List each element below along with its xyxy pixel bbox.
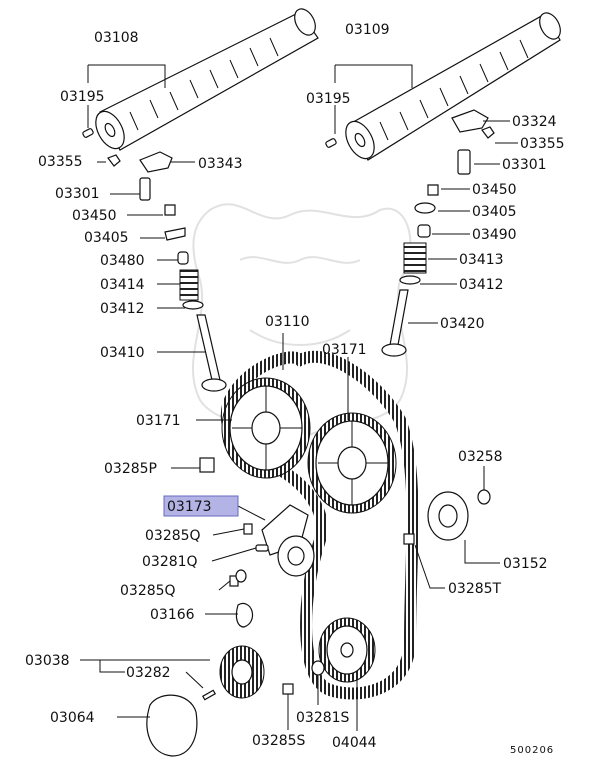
right-dowel-pin — [325, 138, 337, 148]
label-03064[interactable]: 03064 — [50, 710, 95, 726]
label-03412-right[interactable]: 03412 — [459, 277, 504, 293]
label-03281S[interactable]: 03281S — [296, 710, 350, 726]
label-03285Q-top[interactable]: 03285Q — [145, 528, 201, 544]
label-03324[interactable]: 03324 — [512, 114, 557, 130]
upper-left-sprocket — [221, 377, 311, 479]
label-03480[interactable]: 03480 — [100, 253, 145, 269]
label-03413[interactable]: 03413 — [459, 252, 504, 268]
label-03195-right[interactable]: 03195 — [306, 91, 351, 107]
highlight-box — [163, 495, 239, 517]
label-03414[interactable]: 03414 — [100, 277, 145, 293]
label-03405-left[interactable]: 03405 — [84, 230, 129, 246]
label-03301-left[interactable]: 03301 — [55, 186, 100, 202]
label-03450-right[interactable]: 03450 — [472, 182, 517, 198]
label-03109[interactable]: 03109 — [345, 22, 390, 38]
leader-lines — [80, 64, 518, 731]
label-03343[interactable]: 03343 — [198, 156, 243, 172]
label-03285Q-bottom[interactable]: 03285Q — [120, 583, 176, 599]
label-03285S[interactable]: 03285S — [252, 733, 306, 749]
tensioner — [255, 504, 315, 577]
crank-gear — [219, 645, 265, 699]
diagram-code: 500206 — [510, 745, 554, 756]
label-04044[interactable]: 04044 — [332, 735, 377, 751]
label-03301-right[interactable]: 03301 — [502, 157, 547, 173]
left-camshaft — [95, 8, 319, 151]
label-03195-left[interactable]: 03195 — [60, 89, 105, 105]
label-03171-left[interactable]: 03171 — [136, 413, 181, 429]
label-03412-left[interactable]: 03412 — [100, 301, 145, 317]
label-03282[interactable]: 03282 — [126, 665, 171, 681]
label-03355-right[interactable]: 03355 — [520, 136, 565, 152]
label-03450-left[interactable]: 03450 — [72, 208, 117, 224]
label-03166[interactable]: 03166 — [150, 607, 195, 623]
label-03285T[interactable]: 03285T — [448, 581, 502, 597]
label-03405-right[interactable]: 03405 — [472, 204, 517, 220]
label-03420[interactable]: 03420 — [440, 316, 485, 332]
label-03171-top[interactable]: 03171 — [322, 342, 367, 358]
label-03173[interactable]: 03173 — [167, 499, 212, 515]
label-03285P[interactable]: 03285P — [104, 461, 157, 477]
label-03110[interactable]: 03110 — [265, 314, 310, 330]
crank-sprocket — [318, 617, 376, 683]
timing-plate — [146, 694, 198, 757]
idler-pulley — [427, 491, 469, 541]
label-03281Q[interactable]: 03281Q — [142, 554, 198, 570]
left-dowel-pin — [82, 128, 94, 138]
bolts-and-washers — [199, 457, 491, 701]
timing-belt — [220, 350, 419, 700]
part-labels[interactable]: 03108 03109 03195 03195 03355 03343 0330… — [25, 22, 565, 751]
left-valve-parts — [107, 151, 227, 392]
label-03108[interactable]: 03108 — [94, 30, 139, 46]
right-camshaft — [345, 12, 561, 161]
watermark-emblem — [191, 203, 412, 442]
label-03038[interactable]: 03038 — [25, 653, 70, 669]
label-03258[interactable]: 03258 — [458, 449, 503, 465]
label-03152[interactable]: 03152 — [503, 556, 548, 572]
label-03355-left[interactable]: 03355 — [38, 154, 83, 170]
label-03410[interactable]: 03410 — [100, 345, 145, 361]
upper-right-sprocket — [307, 412, 397, 514]
label-03490[interactable]: 03490 — [472, 227, 517, 243]
right-valve-parts — [381, 109, 495, 357]
